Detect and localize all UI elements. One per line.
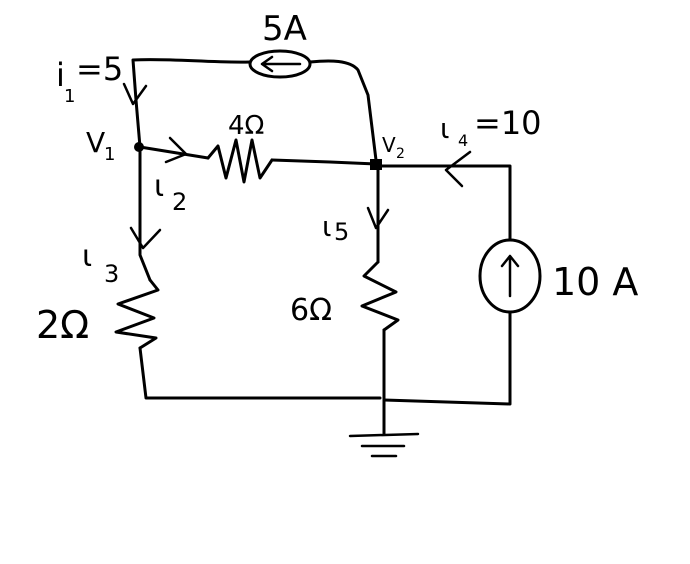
node-v1-dot <box>134 142 144 152</box>
node-v2-dot <box>370 159 382 170</box>
left-vertical-wire <box>138 145 152 282</box>
label-i3-letter: ɩ <box>82 239 92 274</box>
top-wire-right <box>308 59 378 162</box>
current-source-10a <box>478 238 542 314</box>
label-node-v1-sub: 1 <box>104 144 115 165</box>
right-lower-wire <box>382 310 512 406</box>
label-i2-letter: ɩ <box>154 169 164 204</box>
label-i5-letter: ɩ <box>322 210 331 243</box>
arrow-i5-icon <box>366 206 390 230</box>
resistor-4-ohm <box>206 138 274 184</box>
label-i4-letter: ɩ <box>440 112 449 145</box>
label-r-4-ohm: 4Ω <box>228 111 264 141</box>
label-i2-sub: 2 <box>172 188 187 216</box>
top-wire-left <box>131 58 252 149</box>
label-node-v2: V <box>382 133 396 157</box>
mid-wire-left <box>138 145 210 160</box>
mid-wire-right <box>270 158 378 166</box>
label-i5-sub: 5 <box>334 218 349 246</box>
label-source-10a: 10 A <box>552 260 638 304</box>
label-i1-letter: i <box>56 56 65 94</box>
resistor-2-ohm <box>114 278 160 350</box>
left-bottom-wire <box>138 346 382 400</box>
label-i4-sub: 4 <box>458 131 468 150</box>
label-i4-value: =10 <box>474 104 542 142</box>
arrow-i3-icon <box>129 226 162 250</box>
current-source-5a <box>248 49 312 79</box>
ground-symbol <box>348 432 420 458</box>
mid-wire-to-right <box>378 164 512 242</box>
label-i1-sub: 1 <box>64 86 75 107</box>
label-node-v1: V <box>86 126 105 159</box>
label-node-v2-sub: 2 <box>396 146 405 162</box>
label-r-6-ohm: 6Ω <box>290 293 332 328</box>
label-source-5a: 5A <box>262 9 307 49</box>
arrow-i2-icon <box>164 136 188 164</box>
arrow-i4-icon <box>444 150 472 188</box>
label-i1-value: =5 <box>76 50 123 88</box>
arrow-i1-icon <box>122 82 148 106</box>
resistor-6-ohm <box>360 260 400 332</box>
wires <box>131 58 512 436</box>
label-r-2-ohm: 2Ω <box>36 303 89 347</box>
label-i3-sub: 3 <box>104 260 119 288</box>
